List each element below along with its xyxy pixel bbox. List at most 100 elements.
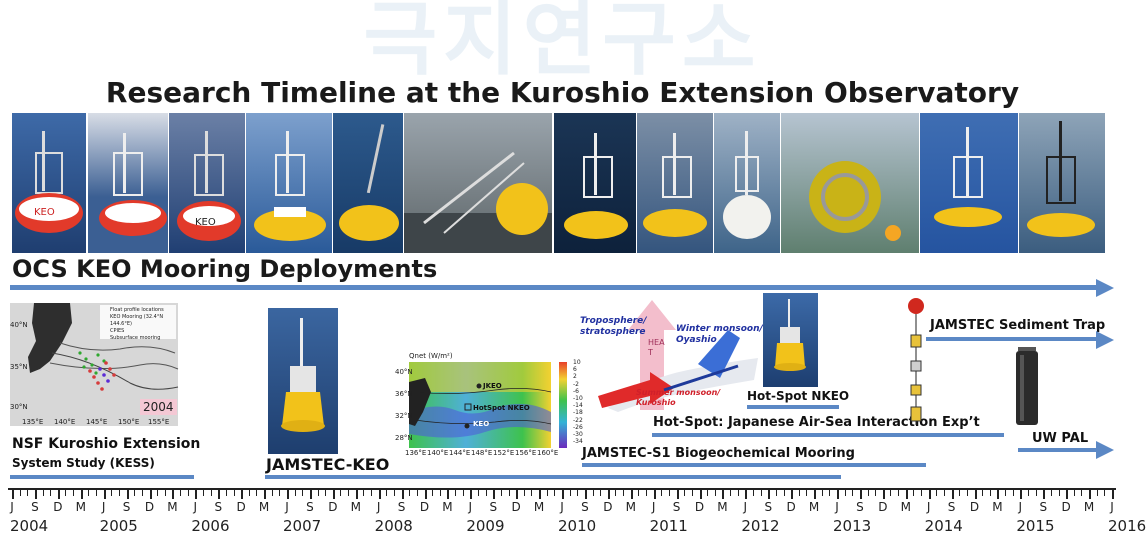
timeline-tick [187, 488, 189, 496]
lon-tick: 155°E [148, 418, 170, 426]
lat-tick: 36°N [395, 390, 413, 398]
arrow-head-icon [1096, 331, 1114, 349]
timeline-tick [111, 488, 113, 496]
month-tick-label: S [856, 500, 864, 514]
scale-tick: -10 [573, 395, 583, 403]
buoy-photo: KEO [169, 113, 245, 253]
year-tick-label: 2007 [283, 517, 322, 535]
timeline-tick [737, 488, 739, 496]
month-tick-label: J [468, 500, 473, 514]
sediment-trap-timespan-arrow [926, 337, 1098, 341]
timeline-tick [745, 488, 748, 499]
hotspot-experiment-timespan-bar [652, 433, 1004, 437]
timeline-tick [531, 488, 533, 496]
timeline-tick [516, 488, 519, 499]
hotspot-nkeo-timespan-bar [747, 405, 839, 409]
scale-tick: -2 [573, 380, 579, 388]
timeline-tick [829, 488, 831, 496]
timeline-tick [966, 488, 968, 496]
lon-tick: 144°E [449, 449, 471, 457]
timeline-tick [699, 488, 702, 499]
timeline-tick [439, 488, 441, 496]
timeline-tick [837, 488, 839, 499]
timeline-tick [50, 488, 52, 496]
timeline-tick [844, 488, 846, 496]
timeline-tick [898, 488, 900, 496]
timeline-tick [80, 488, 83, 499]
timeline-tick [241, 488, 244, 499]
timeline-tick [951, 488, 954, 499]
timeline-tick [905, 488, 908, 499]
buoy-photo [781, 113, 919, 253]
month-tick-label: M [533, 500, 545, 514]
month-tick-label: J [285, 500, 289, 514]
timeline-tick [1066, 488, 1069, 499]
month-tick-label: J [10, 500, 14, 514]
timeline-tick [279, 488, 281, 496]
timeline-tick [798, 488, 800, 496]
timeline-tick [577, 488, 579, 496]
kess-year-badge: 2004 [140, 399, 177, 415]
arrow-head-icon [1096, 279, 1114, 297]
lon-tick: 135°E [22, 418, 44, 426]
year-tick-label: 2005 [99, 517, 138, 535]
month-tick-label: S [397, 500, 406, 514]
timeline-tick [264, 488, 267, 499]
timeline-tick [775, 488, 777, 496]
timeline-tick [485, 488, 487, 496]
scale-tick: -6 [573, 387, 579, 395]
month-tick-label: J [1110, 500, 1114, 514]
lon-tick: 152°E [493, 449, 515, 457]
timeline-tick [867, 488, 869, 496]
keo-station-label: KEO [473, 420, 490, 428]
timeline-tick [19, 488, 21, 496]
jkeo-station-label: JKEO [483, 382, 502, 390]
page-title: Research Timeline at the Kuroshio Extens… [105, 76, 1020, 109]
year-tick-label: 2015 [1016, 517, 1055, 535]
scale-tick: -34 [573, 438, 583, 446]
timeline-tick [332, 488, 335, 499]
month-tick-label: S [306, 500, 314, 514]
hotspot-nkeo-station-label: HotSpot NKEO [473, 404, 530, 412]
timeline-tick [684, 488, 686, 496]
timeline-tick [752, 488, 754, 496]
hotspot-nkeo-photo [763, 293, 818, 387]
timeline-tick [432, 488, 434, 496]
timeline-tick [676, 488, 679, 499]
timeline-tick [661, 488, 663, 496]
year-tick-label: 2008 [374, 517, 413, 535]
timeline-tick [73, 488, 75, 496]
timeline-tick [363, 488, 365, 496]
ocs-keo-timespan-arrow [10, 285, 1098, 290]
scale-tick: -18 [573, 409, 583, 417]
timeline-tick [27, 488, 29, 496]
month-tick-label: S [947, 500, 956, 514]
timeline-tick [1035, 488, 1037, 496]
timeline-tick [768, 488, 771, 499]
timeline-tick [447, 488, 450, 499]
timeline-tick [1012, 488, 1014, 496]
month-tick-label: M [350, 500, 361, 514]
timeline-tick [913, 488, 915, 496]
month-tick-label: S [122, 500, 131, 514]
air-sea-schematic: Troposphere/ stratosphere HEA T Winter m… [578, 300, 763, 412]
timeline-tick [722, 488, 725, 499]
kess-map-legend: Float profile locations KEO Mooring (32.… [110, 307, 178, 342]
timeline-tick [134, 488, 136, 496]
timeline-tick [783, 488, 785, 496]
timeline-tick [202, 488, 204, 496]
timeline-tick [989, 488, 991, 496]
timeline-tick [959, 488, 961, 496]
buoy-photo [554, 113, 636, 253]
timeline-tick [355, 488, 358, 499]
timeline-tick [225, 488, 227, 496]
scale-tick: -14 [573, 402, 583, 410]
month-tick-label: D [878, 500, 888, 514]
timeline-tick [1050, 488, 1052, 496]
uw-pal-instrument [1012, 347, 1042, 427]
timeline-tick [562, 488, 564, 499]
timeline-tick [57, 488, 60, 499]
timeline-tick [149, 488, 152, 499]
month-tick-label: D [969, 500, 980, 514]
year-tick-label: 2009 [466, 517, 505, 535]
